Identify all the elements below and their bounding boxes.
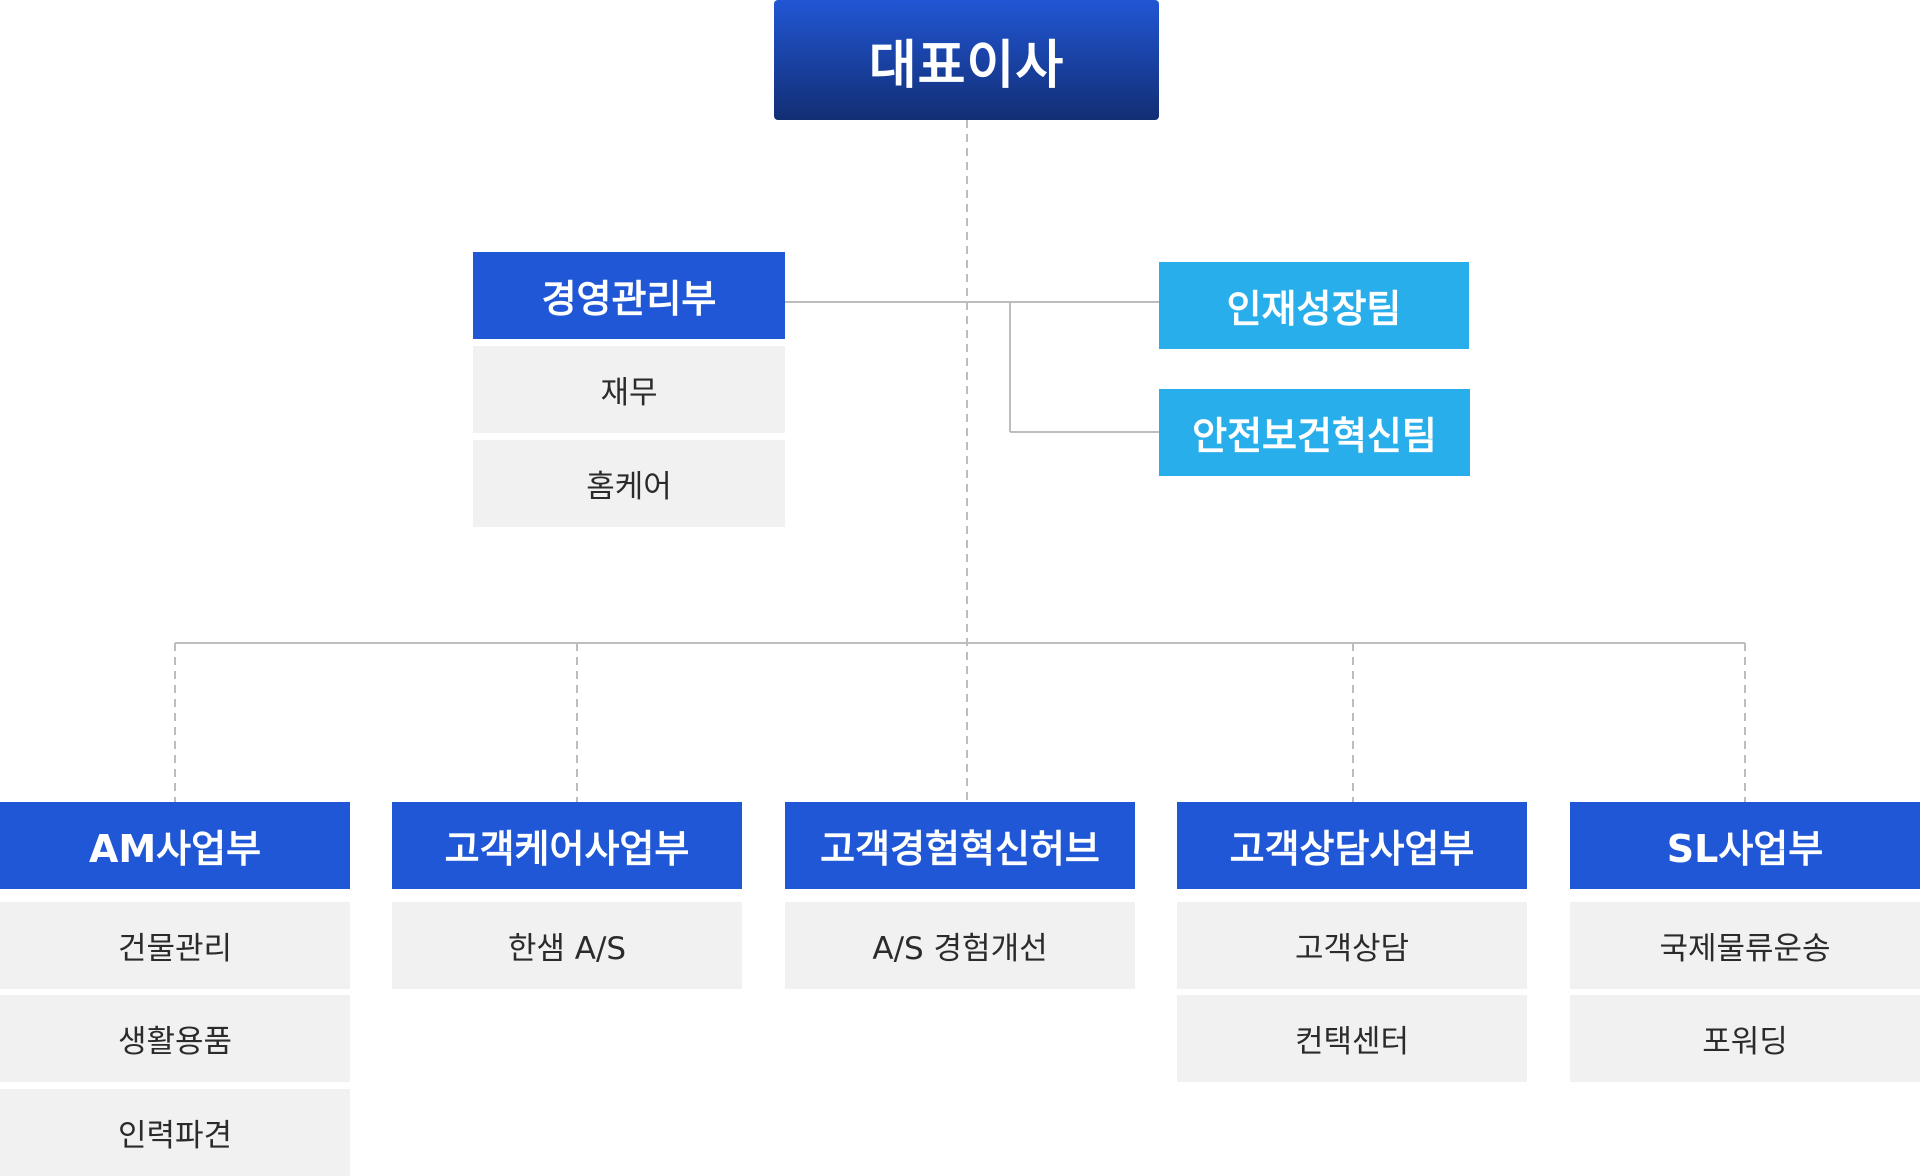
division-sub-item: 컨택센터 [1177, 995, 1527, 1082]
division-sub-item: 인력파견 [0, 1089, 350, 1176]
division-sub-item: 건물관리 [0, 902, 350, 989]
division-am: AM사업부 [0, 802, 350, 889]
division-sub-item: 국제물류운송 [1570, 902, 1920, 989]
management-sub-item: 재무 [473, 346, 785, 433]
management-sub-item: 홈케어 [473, 440, 785, 527]
ceo-box: 대표이사 [774, 0, 1159, 120]
division-sub-item: 포워딩 [1570, 995, 1920, 1082]
team-safety-health-innovation: 안전보건혁신팀 [1159, 389, 1470, 476]
division-sl: SL사업부 [1570, 802, 1920, 889]
team-talent-growth: 인재성장팀 [1159, 262, 1469, 349]
division-customer-consultation: 고객상담사업부 [1177, 802, 1527, 889]
division-customer-experience-hub: 고객경험혁신허브 [785, 802, 1135, 889]
division-sub-item: 한샘 A/S [392, 902, 742, 989]
division-sub-item: 고객상담 [1177, 902, 1527, 989]
division-sub-item: A/S 경험개선 [785, 902, 1135, 989]
division-customer-care: 고객케어사업부 [392, 802, 742, 889]
division-sub-item: 생활용품 [0, 995, 350, 1082]
management-department: 경영관리부 [473, 252, 785, 339]
